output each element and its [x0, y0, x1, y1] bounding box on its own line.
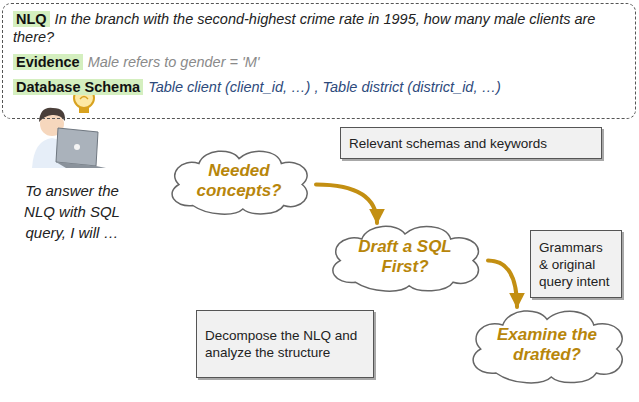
box-text: Relevant schemas and keywords	[349, 135, 547, 152]
input-row: Evidence Male refers to gender = 'M'	[13, 53, 625, 71]
field-value: In the branch with the second-highest cr…	[13, 11, 595, 45]
input-row: NLQIn the branch with the second-highest…	[13, 10, 625, 46]
field-tag: Evidence	[13, 54, 83, 70]
process-box: Relevant schemas and keywords	[340, 127, 602, 159]
thought-cloud: Draft a SQL First?	[322, 221, 488, 293]
box-content: Grammars & original query intent	[539, 239, 613, 290]
person-icon	[32, 108, 106, 168]
input-row: Database Schema Table client (client_id, …	[13, 78, 625, 96]
thought-cloud: Needed concepts?	[162, 146, 316, 216]
field-value: Male refers to gender = 'M'	[88, 54, 260, 70]
box-text: Grammars & original query intent	[539, 239, 613, 290]
process-box: Decompose the NLQ and analyze the struct…	[196, 310, 374, 378]
thought-cloud: Examine the drafted?	[462, 305, 632, 385]
caption-text: To answer the NLQ with SQL query, I will…	[8, 180, 136, 243]
input-panel: NLQIn the branch with the second-highest…	[2, 3, 636, 119]
box-text: Decompose the NLQ and analyze the struct…	[205, 327, 365, 361]
box-content: Relevant schemas and keywords	[349, 135, 547, 152]
flow-arrow	[488, 261, 517, 307]
cloud-question: Examine the drafted?	[489, 325, 605, 365]
field-value: Table client (client_id, …) , Table dist…	[148, 79, 501, 95]
process-box: Grammars & original query intent	[530, 230, 622, 298]
cloud-question: Draft a SQL First?	[349, 237, 462, 277]
flow-arrow	[316, 185, 377, 224]
box-content: Decompose the NLQ and analyze the struct…	[205, 327, 365, 361]
cloud-question: Needed concepts?	[187, 161, 292, 201]
field-tag: NLQ	[13, 11, 50, 27]
field-tag: Database Schema	[13, 79, 143, 95]
